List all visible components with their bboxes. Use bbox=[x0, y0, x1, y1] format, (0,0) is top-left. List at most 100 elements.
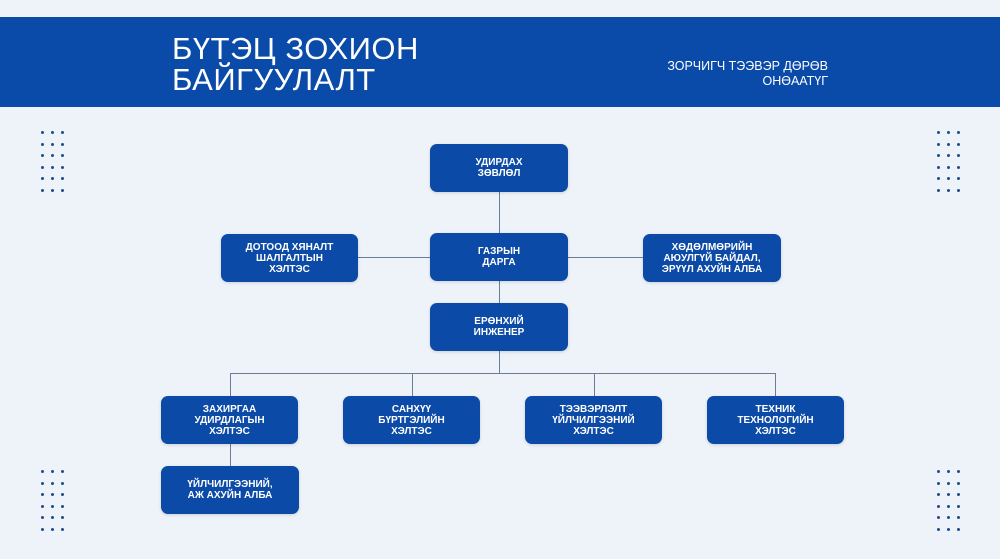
dot bbox=[937, 493, 940, 496]
dot bbox=[51, 493, 54, 496]
dot bbox=[937, 177, 940, 180]
connector bbox=[230, 444, 231, 466]
dot bbox=[41, 154, 44, 157]
dot bbox=[51, 165, 54, 169]
dot bbox=[947, 177, 950, 180]
dot bbox=[947, 493, 950, 496]
dot bbox=[947, 504, 950, 508]
dot bbox=[61, 165, 64, 169]
dot bbox=[937, 527, 940, 531]
dot bbox=[61, 527, 64, 531]
dot bbox=[957, 154, 960, 157]
dot bbox=[947, 481, 950, 485]
dot bbox=[61, 481, 64, 485]
title-line: БАЙГУУЛАЛТ bbox=[172, 62, 376, 97]
dot bbox=[937, 470, 940, 473]
company-line: ЗОРЧИГЧ ТЭЭВЭР ДӨРӨВ bbox=[667, 59, 828, 73]
dot bbox=[61, 470, 64, 473]
dot bbox=[937, 131, 940, 134]
dot bbox=[51, 470, 54, 473]
connector bbox=[594, 373, 595, 396]
dot bbox=[937, 481, 940, 485]
dot bbox=[957, 481, 960, 485]
dot bbox=[947, 188, 950, 192]
company-line: ОНӨААТҮГ bbox=[762, 74, 828, 88]
connector bbox=[358, 257, 430, 258]
node-director: ГАЗРЫН ДАРГА bbox=[430, 233, 568, 281]
company-name: ЗОРЧИГЧ ТЭЭВЭР ДӨРӨВ ОНӨААТҮГ bbox=[667, 59, 828, 89]
dot bbox=[937, 154, 940, 157]
dot bbox=[41, 188, 44, 192]
dot bbox=[947, 154, 950, 157]
node-chief-engineer: ЕРӨНХИЙ ИНЖЕНЕР bbox=[430, 303, 568, 351]
connector bbox=[412, 373, 413, 396]
node-board: УДИРДАХ ЗӨВЛӨЛ bbox=[430, 144, 568, 192]
connector bbox=[775, 373, 776, 396]
dot bbox=[957, 142, 960, 146]
dot bbox=[61, 131, 64, 134]
header-banner: БҮТЭЦ ЗОХИОН БАЙГУУЛАЛТ ЗОРЧИГЧ ТЭЭВЭР Д… bbox=[0, 17, 1000, 107]
dot bbox=[937, 165, 940, 169]
dot bbox=[51, 188, 54, 192]
dot bbox=[957, 493, 960, 496]
dot bbox=[957, 165, 960, 169]
dot bbox=[61, 154, 64, 157]
dot bbox=[51, 142, 54, 146]
dot bbox=[41, 516, 44, 519]
dot bbox=[957, 504, 960, 508]
connector bbox=[568, 257, 643, 258]
dot bbox=[51, 154, 54, 157]
dot bbox=[51, 527, 54, 531]
dot bbox=[957, 131, 960, 134]
node-safety: ХӨДӨЛМӨРИЙН АЮУЛГҮЙ БАЙДАЛ, ЭРҮҮЛ АХУЙН … bbox=[643, 234, 781, 282]
dot bbox=[61, 516, 64, 519]
dot bbox=[947, 516, 950, 519]
dot bbox=[51, 177, 54, 180]
connector bbox=[499, 281, 500, 303]
page-title: БҮТЭЦ ЗОХИОН БАЙГУУЛАЛТ bbox=[172, 33, 419, 95]
dot bbox=[957, 516, 960, 519]
dot bbox=[937, 142, 940, 146]
dot bbox=[41, 131, 44, 134]
dot bbox=[957, 527, 960, 531]
dot bbox=[957, 470, 960, 473]
dot bbox=[947, 131, 950, 134]
dot bbox=[957, 177, 960, 180]
dot bbox=[41, 142, 44, 146]
dot bbox=[957, 188, 960, 192]
dot bbox=[51, 481, 54, 485]
dot bbox=[937, 516, 940, 519]
dot bbox=[41, 481, 44, 485]
dot bbox=[41, 177, 44, 180]
node-technical: ТЕХНИК ТЕХНОЛОГИЙН ХЭЛТЭС bbox=[707, 396, 844, 444]
dot bbox=[61, 142, 64, 146]
dot bbox=[61, 188, 64, 192]
dot bbox=[947, 165, 950, 169]
dot bbox=[41, 504, 44, 508]
node-finance: САНХҮҮ БҮРТГЭЛИЙН ХЭЛТЭС bbox=[343, 396, 480, 444]
dot bbox=[61, 177, 64, 180]
dot bbox=[61, 493, 64, 496]
dot bbox=[947, 142, 950, 146]
dot bbox=[61, 504, 64, 508]
dot bbox=[41, 493, 44, 496]
connector bbox=[230, 373, 775, 374]
node-internal-audit: ДОТООД ХЯНАЛТ ШАЛГАЛТЫН ХЭЛТЭС bbox=[221, 234, 358, 282]
dot bbox=[51, 131, 54, 134]
connector bbox=[230, 373, 231, 396]
dot bbox=[947, 470, 950, 473]
dot bbox=[937, 188, 940, 192]
dot bbox=[41, 527, 44, 531]
dot bbox=[41, 470, 44, 473]
dot bbox=[947, 527, 950, 531]
dot bbox=[51, 504, 54, 508]
dot bbox=[937, 504, 940, 508]
title-line: БҮТЭЦ ЗОХИОН bbox=[172, 31, 419, 66]
connector bbox=[499, 351, 500, 373]
dot bbox=[51, 516, 54, 519]
connector bbox=[499, 192, 500, 233]
dot bbox=[41, 165, 44, 169]
node-admin: ЗАХИРГАА УДИРДЛАГЫН ХЭЛТЭС bbox=[161, 396, 298, 444]
node-transport: ТЭЭВЭРЛЭЛТ ҮЙЛЧИЛГЭЭНИЙ ХЭЛТЭС bbox=[525, 396, 662, 444]
node-service: ҮЙЛЧИЛГЭЭНИЙ, АЖ АХУЙН АЛБА bbox=[161, 466, 299, 514]
